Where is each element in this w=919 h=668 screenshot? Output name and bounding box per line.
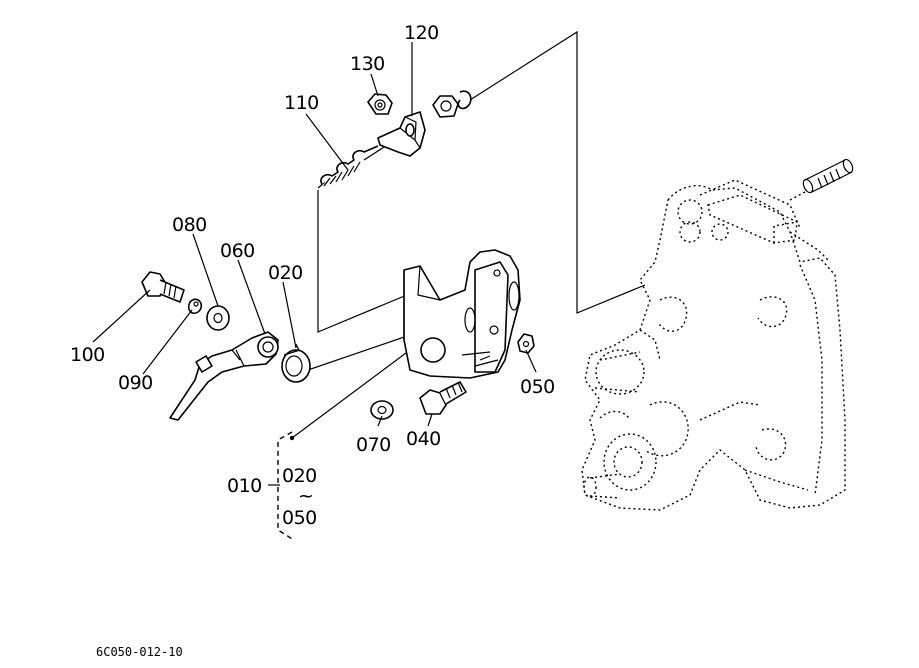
callout-labels: 120 130 110 080 060 020 100 090 070 040 … — [70, 22, 555, 529]
washer-080 — [206, 305, 230, 331]
nut-and-lock-washer — [432, 90, 472, 118]
bushing-020 — [281, 349, 311, 383]
callout-020-bushing: 020 — [268, 262, 303, 284]
drawing-code: 6C050-012-10 — [96, 645, 183, 659]
callout-100: 100 — [70, 344, 105, 366]
nut-050 — [517, 333, 535, 354]
callout-080: 080 — [172, 214, 207, 236]
callout-050-nut: 050 — [520, 376, 555, 398]
lever-060 — [169, 331, 279, 421]
range-bracket — [268, 431, 295, 541]
range-mark: ~ — [298, 485, 313, 507]
callout-leaders — [92, 42, 537, 427]
top-stud — [789, 158, 854, 201]
callout-070: 070 — [356, 434, 391, 456]
spring-110 — [317, 135, 401, 189]
lever-plate-010 — [403, 249, 521, 379]
bolt-100 — [141, 271, 185, 303]
callout-130: 130 — [350, 53, 385, 75]
pump-housing — [581, 158, 854, 511]
washer-090 — [187, 298, 203, 315]
callout-040: 040 — [406, 428, 441, 450]
callout-050-range-end: 050 — [282, 507, 317, 529]
callout-010: 010 — [227, 475, 262, 497]
bracket-120 — [377, 111, 426, 157]
callout-020-range-start: 020 — [282, 465, 317, 487]
bolt-040 — [419, 381, 467, 415]
callout-120: 120 — [404, 22, 439, 44]
callout-060: 060 — [220, 240, 255, 262]
nut-130 — [367, 93, 393, 115]
washer-070 — [370, 400, 394, 420]
callout-090: 090 — [118, 372, 153, 394]
callout-110: 110 — [284, 92, 319, 114]
